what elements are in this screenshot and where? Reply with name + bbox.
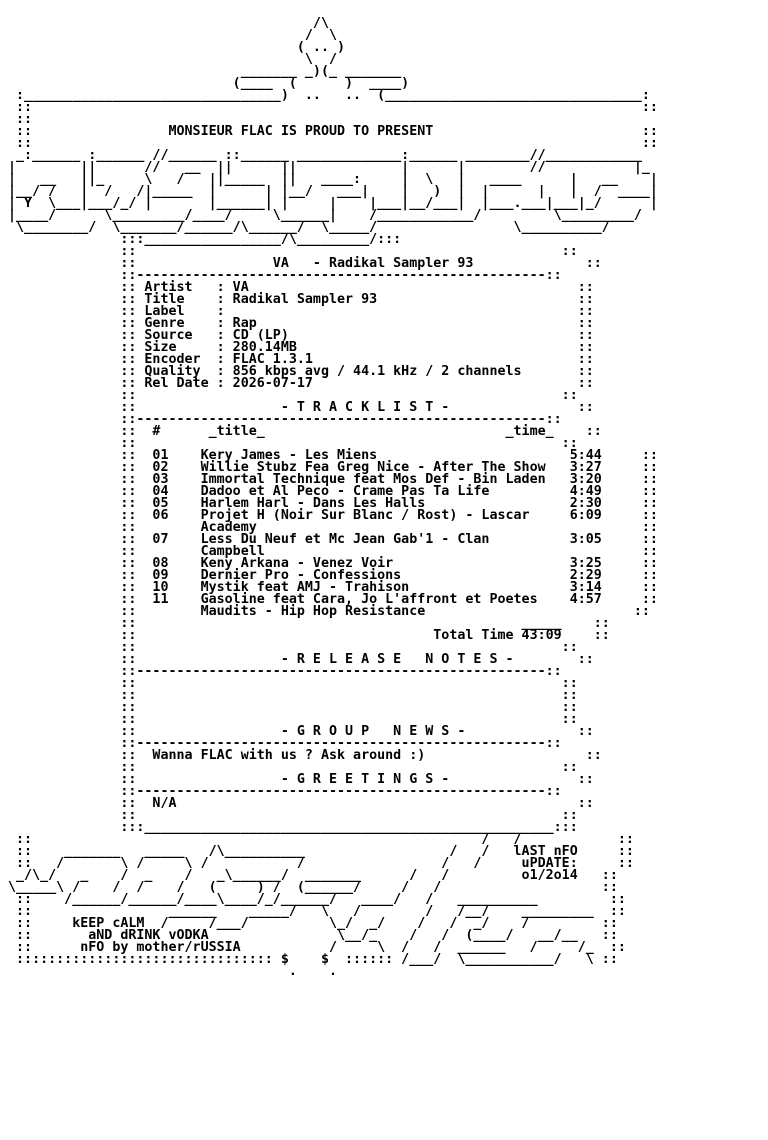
presenter-line: :: MONSIEUR FLAC IS PROUD TO PRESENT :: — [8, 124, 658, 139]
total-rule: :: _____ :: — [8, 616, 610, 631]
spacer: :: :: :: :: :: : — [120, 676, 578, 727]
divider: ::--------------------------------------… — [8, 412, 562, 427]
tracklist: :: 01 Kery James - Les Miens 5:44 :: :: … — [120, 448, 658, 619]
section-heading-tracklist: :: - T R A C K L I S T - :: — [8, 400, 594, 415]
nfo-document: /\ / \ ( .. ) \ / _______ _)(_ _______ — [8, 16, 658, 979]
release-title: :: VA - Radikal Sampler 93 :: — [8, 256, 602, 271]
spacer: :: :: — [8, 436, 578, 451]
release-info: :: Artist : VA :: :: Title : Radikal Sam… — [120, 280, 594, 391]
footer-ascii-art: :: / / :: :: _______ _____ /\__________ … — [8, 832, 634, 979]
greetings-text: :: N/A :: — [8, 796, 594, 811]
section-heading-release-notes: :: - R E L E A S E N O T E S - :: — [8, 652, 594, 667]
spacer: :: :: — [8, 388, 578, 403]
section-heading-group-news: :: - G R O U P N E W S - :: — [8, 724, 594, 739]
group-news-text: :: Wanna FLAC with us ? Ask around :) :: — [8, 748, 602, 763]
header-ascii-art: /\ / \ ( .. ) \ / _______ _)(_ _______ — [16, 16, 658, 127]
spacer: :: :: — [8, 760, 578, 775]
spacer: :: :: — [8, 640, 578, 655]
box-bottom: :: :: :::_______________________________… — [120, 808, 578, 835]
section-heading-greetings: :: - G R E E T I N G S - :: — [8, 772, 594, 787]
divider: ::--------------------------------------… — [8, 736, 562, 751]
divider: ::--------------------------------------… — [8, 268, 562, 283]
box-top: :: :: — [8, 244, 578, 259]
divider: ::--------------------------------------… — [8, 664, 562, 679]
group-logo-ascii-art: :: :: _:______ :______ //______ ::______… — [8, 136, 658, 247]
tracklist-header: :: # _title_ _time_ :: — [8, 424, 602, 439]
divider: ::--------------------------------------… — [8, 784, 562, 799]
total-time: :: Total Time 43:09 :: — [8, 628, 610, 643]
